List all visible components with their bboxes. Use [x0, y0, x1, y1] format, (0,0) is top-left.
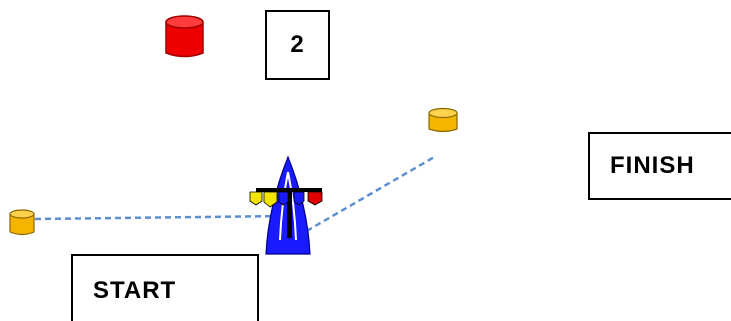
- finish-label: FINISH: [588, 132, 731, 200]
- start-line: [35, 216, 283, 219]
- committee-boat-icon: [250, 157, 322, 254]
- finish-buoy-icon: [429, 109, 457, 132]
- rounding-mark-icon: [166, 16, 203, 57]
- mark-number-label: 2: [265, 10, 330, 80]
- start-label: START: [71, 254, 259, 321]
- start-pin-buoy-icon: [10, 210, 34, 235]
